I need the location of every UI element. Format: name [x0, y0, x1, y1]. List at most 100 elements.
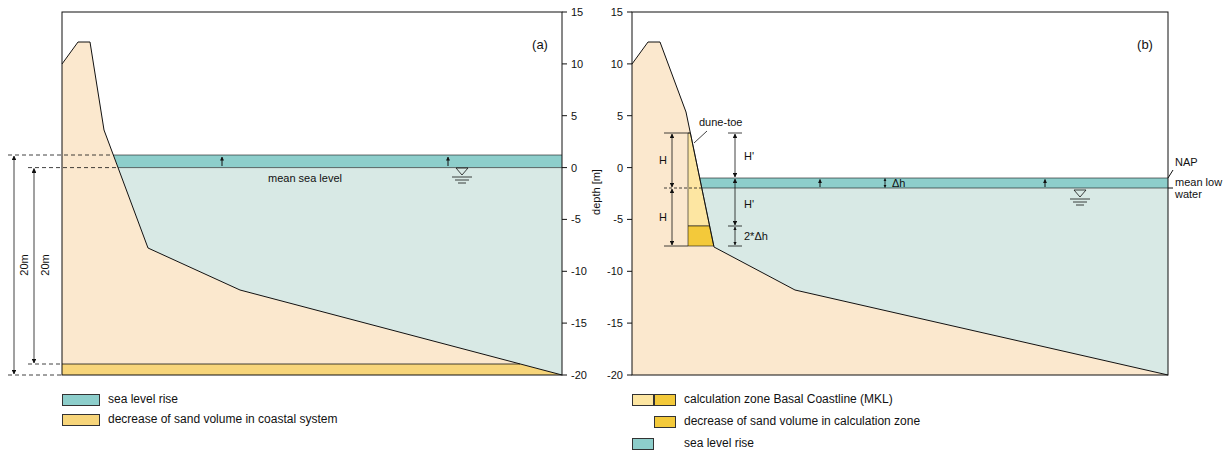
tick — [562, 271, 567, 272]
water-symbol — [456, 168, 468, 175]
axis-tick-label: -15 — [571, 317, 587, 329]
tick — [562, 323, 567, 324]
legend-swatch — [654, 416, 676, 428]
dimension-guide — [28, 167, 117, 168]
rise-arrow — [820, 180, 821, 188]
tick — [627, 323, 632, 324]
leader-line — [694, 131, 707, 143]
dimension-guide — [8, 155, 113, 156]
tick — [1168, 170, 1173, 178]
dimension-guide — [28, 364, 62, 365]
tick — [627, 167, 632, 168]
panel-b — [627, 12, 1173, 375]
level-label: NAP — [1175, 156, 1198, 168]
axis-tick-label: 15 — [611, 6, 623, 18]
dimension-arrow — [34, 169, 35, 363]
tick — [627, 271, 632, 272]
axis-ticks — [562, 12, 567, 375]
axis-tick-label: 5 — [571, 110, 577, 122]
tick — [1168, 188, 1173, 189]
axis-tick-label: -5 — [571, 213, 581, 225]
band-edge — [700, 178, 1168, 179]
dimension-label: 20m — [39, 254, 51, 275]
panel-letter: (b) — [1137, 38, 1153, 52]
water-symbol — [458, 183, 466, 184]
water-level-label: mean sea level — [268, 172, 342, 184]
dimension-arrow — [672, 134, 673, 187]
legend-swatch — [654, 394, 676, 406]
legend-label: calculation zone Basal Coastline (MKL) — [684, 393, 893, 406]
tick — [562, 219, 567, 220]
profile-line — [62, 42, 562, 375]
dimension-label: H' — [744, 150, 754, 162]
tick — [627, 219, 632, 220]
band-edge — [62, 364, 520, 365]
panel-a — [8, 12, 567, 375]
axis-tick-label: -15 — [607, 317, 623, 329]
legend-label: sea level rise — [684, 437, 754, 450]
dimension-arrow — [735, 134, 736, 177]
tick — [562, 115, 567, 116]
dune-toe-label: dune-toe — [699, 116, 742, 128]
dimension-label: Δh — [892, 177, 905, 189]
tick — [627, 115, 632, 116]
sand-body — [632, 42, 1168, 375]
dimension-tick — [728, 226, 742, 227]
dimension-lines — [8, 155, 117, 375]
axis-tick-label: -10 — [607, 265, 623, 277]
legend-swatch — [62, 414, 100, 426]
dimension-arrow — [14, 156, 15, 374]
legend-swatch — [632, 438, 654, 450]
axis-tick-label: 0 — [571, 162, 577, 174]
dimension-tick — [664, 133, 690, 134]
tick — [627, 375, 632, 376]
dimension-label: 2*Δh — [744, 230, 768, 242]
dimension-arrow — [735, 227, 736, 245]
panel-frame — [632, 12, 1168, 375]
dimension-tick — [728, 133, 742, 134]
water-symbol — [1073, 202, 1087, 203]
water-symbol — [1076, 205, 1084, 206]
legend-label: decrease of sand volume in coastal syste… — [108, 413, 337, 426]
dimension-arrow — [735, 179, 736, 225]
dimension-label: H — [659, 211, 667, 223]
rise-arrow — [1045, 180, 1046, 188]
profile-line — [632, 42, 1168, 375]
tick — [562, 375, 567, 376]
band-edge — [113, 155, 562, 156]
water-symbol — [1070, 199, 1090, 200]
axis-ticks — [627, 12, 1173, 375]
axis-tick-label: -20 — [571, 369, 587, 381]
dimension-arrow — [885, 179, 886, 188]
rise-arrow — [448, 157, 449, 166]
axis-title: depth [m] — [590, 169, 602, 215]
dimension-guide — [664, 188, 701, 189]
sand-body — [62, 42, 562, 375]
dimension-tick — [728, 246, 742, 247]
sea-level-rise-band — [113, 155, 562, 168]
sand-loss-band — [62, 364, 562, 375]
dimension-arrow — [672, 189, 673, 245]
legend-label: decrease of sand volume in calculation z… — [684, 415, 920, 428]
tick — [627, 63, 632, 64]
legend-swatch — [632, 394, 654, 406]
dimension-label: H' — [744, 198, 754, 210]
water-line — [118, 167, 562, 168]
axis-tick-label: -5 — [613, 213, 623, 225]
dimension-guide — [8, 375, 62, 376]
water-symbol — [452, 177, 472, 178]
water-symbol — [1070, 190, 1090, 205]
level-label: mean low water — [1175, 176, 1223, 200]
dimension-label: H — [659, 154, 667, 166]
tick — [562, 63, 567, 64]
axis-tick-label: 0 — [617, 162, 623, 174]
panel-frame — [62, 12, 562, 375]
panel-ground — [62, 12, 562, 375]
dimension-tick — [664, 246, 688, 247]
water-symbol — [455, 180, 469, 181]
axis-tick-label: 10 — [571, 58, 583, 70]
dimension-label: 20m — [18, 254, 30, 275]
tick — [562, 167, 567, 168]
water-symbol — [452, 168, 472, 183]
